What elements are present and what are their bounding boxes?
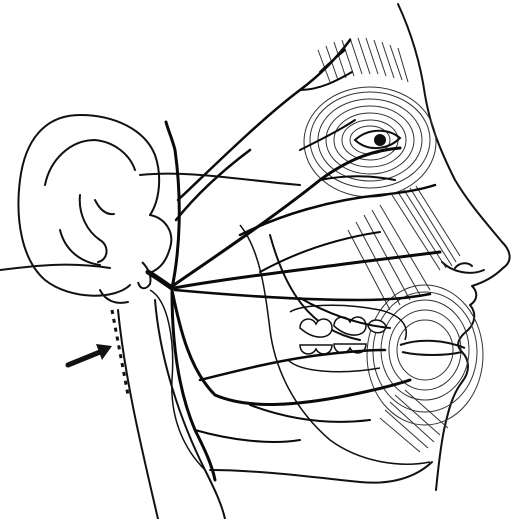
temporal-branch-4 bbox=[300, 72, 352, 90]
ear-base-line bbox=[100, 290, 128, 303]
ear-tragus bbox=[150, 215, 171, 272]
mandibular-branch-2 bbox=[200, 350, 385, 380]
mentalis-muscle bbox=[380, 390, 448, 452]
neck-back-line bbox=[118, 310, 158, 519]
temporal-branch bbox=[166, 122, 179, 288]
mandibular-branch-3 bbox=[250, 405, 370, 422]
hairline bbox=[0, 265, 110, 270]
arrow-icon bbox=[68, 344, 112, 365]
mandibular-branch bbox=[172, 290, 410, 404]
parotid-region bbox=[150, 225, 430, 470]
jaw-line bbox=[210, 462, 432, 483]
ear-concha bbox=[80, 195, 107, 262]
mouth bbox=[400, 341, 465, 355]
ear-canal bbox=[95, 200, 114, 214]
temporal-branch-5 bbox=[320, 50, 345, 72]
ear-helix bbox=[18, 115, 159, 296]
buccinator-outline bbox=[288, 305, 406, 371]
zygomaticus-muscle bbox=[348, 186, 460, 310]
eye bbox=[355, 131, 400, 148]
zygomatic-branch-4 bbox=[300, 120, 355, 150]
nostril bbox=[442, 262, 484, 273]
facial-nerve bbox=[148, 40, 440, 480]
zygomatic-branch-2 bbox=[240, 185, 435, 235]
ear-antihelix bbox=[45, 140, 135, 185]
nerve-trunk bbox=[148, 272, 172, 288]
neck-line bbox=[155, 300, 225, 519]
cervical-branch-2 bbox=[195, 430, 300, 442]
frontalis-muscle bbox=[318, 38, 408, 82]
temporal-branch-2 bbox=[176, 150, 250, 220]
orbicularis-oculi-muscle bbox=[304, 87, 436, 197]
